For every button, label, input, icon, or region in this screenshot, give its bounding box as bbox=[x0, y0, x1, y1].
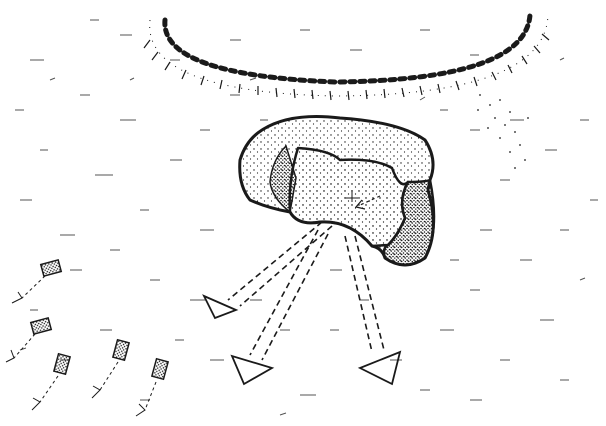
stipple-patch bbox=[477, 94, 529, 169]
tile-2 bbox=[6, 318, 51, 362]
tile-3 bbox=[32, 354, 70, 410]
tile-4 bbox=[92, 340, 129, 398]
ring-of-dots bbox=[150, 15, 548, 96]
large-arrow-middle bbox=[232, 230, 328, 384]
tile-5 bbox=[136, 359, 168, 416]
stippled-block bbox=[240, 117, 434, 266]
ring-hatching bbox=[144, 34, 549, 100]
tile-1 bbox=[12, 260, 61, 303]
large-arrow-left bbox=[204, 222, 332, 318]
